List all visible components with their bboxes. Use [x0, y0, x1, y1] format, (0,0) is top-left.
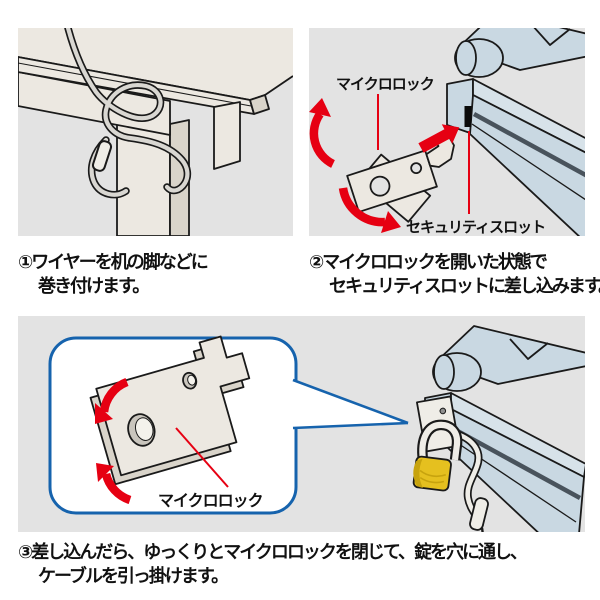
rotate-close-arrow-bottom-icon: [96, 463, 132, 505]
step2-caption: ②マイクロロックを開いた状態で セキュリティスロットに差し込みます。: [309, 251, 600, 299]
step1-caption-line2: 巻き付けます。: [38, 276, 150, 297]
close-lock-illustration: [48, 316, 585, 532]
rotate-up-arrow-icon: [309, 98, 336, 168]
step1-caption-line1: ①ワイヤーを机の脚などに: [18, 252, 209, 273]
wire-carabiner: [91, 140, 113, 172]
locked-assembly: [412, 395, 489, 532]
desk: [18, 28, 293, 236]
security-wire: [64, 28, 192, 199]
laptop: [447, 28, 585, 236]
insert-lock-illustration: [309, 28, 585, 236]
microlock-pointer-line: [175, 427, 229, 488]
padlock: [412, 455, 452, 492]
step3-caption-line2: ケーブルを引っ掛けます。: [38, 566, 229, 587]
rotate-down-arrow-icon: [338, 187, 401, 233]
step1-caption: ①ワイヤーを机の脚などに 巻き付けます。: [18, 251, 209, 299]
rotate-close-arrow-top-icon: [95, 378, 129, 424]
step2-illustration-panel: マイクロロック セキュリティスロット: [309, 28, 585, 236]
security-slot: [464, 106, 472, 127]
micro-lock-closed: [89, 335, 251, 486]
microlock-label: マイクロロック: [336, 75, 435, 93]
desk-wire-illustration: [18, 28, 293, 236]
insert-arrow-icon: [418, 124, 460, 153]
security-slot-label: セキュリティスロット: [406, 218, 546, 236]
step2-caption-line1: ②マイクロロックを開いた状態で: [309, 252, 548, 273]
step1-illustration-panel: [18, 28, 293, 236]
microlock-label: マイクロロック: [158, 491, 264, 510]
micro-lock-open: [346, 132, 455, 223]
cable-ferrule: [469, 497, 489, 531]
step2-caption-line2: セキュリティスロットに差し込みます。: [329, 276, 600, 297]
cable-tail: [480, 527, 484, 532]
step3-caption: ③差し込んだら、ゆっくりとマイクロロックを閉じて、錠を穴に通し、 ケーブルを引っ…: [18, 541, 528, 589]
step3-caption-line1: ③差し込んだら、ゆっくりとマイクロロックを閉じて、錠を穴に通し、: [18, 542, 528, 563]
step3-illustration-panel: マイクロロック: [18, 316, 585, 532]
